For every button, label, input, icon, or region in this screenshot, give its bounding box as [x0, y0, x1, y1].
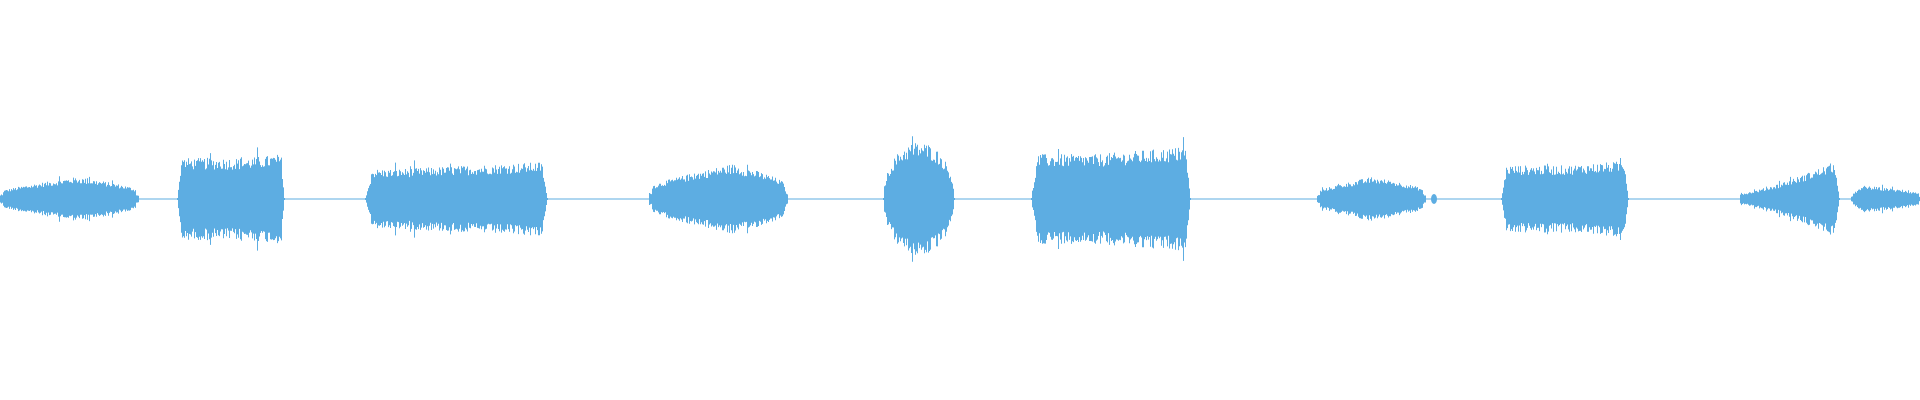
waveform-segment: [365, 160, 548, 238]
waveform-segment: [1031, 137, 1191, 261]
waveform-segment: [649, 164, 788, 234]
waveform-segment: [1501, 158, 1629, 240]
waveform-segment: [1317, 177, 1426, 221]
waveform-segment: [177, 147, 285, 251]
waveform-blip: [1431, 194, 1437, 204]
waveform-segment: [1851, 184, 1920, 214]
waveform-segment: [883, 136, 955, 262]
waveform-segment: [0, 176, 139, 222]
waveform-segment: [1740, 163, 1840, 235]
waveform-bars: [0, 136, 1920, 262]
